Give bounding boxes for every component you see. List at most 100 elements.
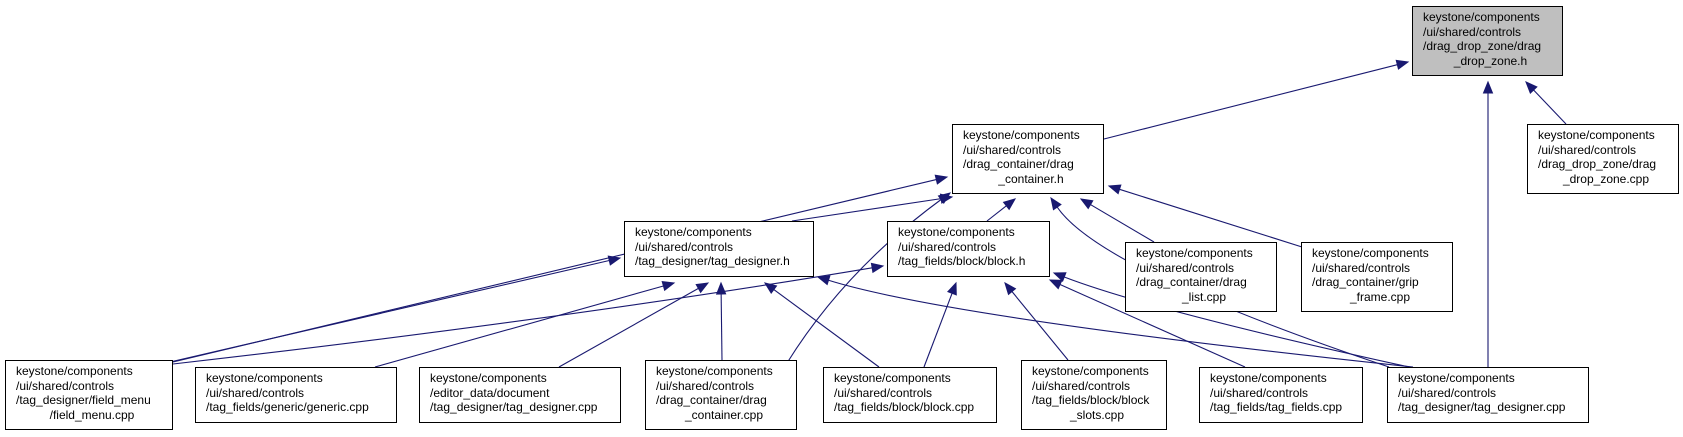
node-editor-tag-designer-cpp[interactable]: keystone/components /editor_data/documen…	[419, 367, 621, 423]
dependency-edge	[169, 259, 610, 363]
node-line: /editor_data/document	[430, 385, 550, 400]
dependency-edge	[791, 198, 942, 222]
arrowhead	[1107, 184, 1122, 195]
node-line: /tag_designer/tag_designer.cpp	[430, 400, 598, 414]
dependency-edge	[558, 287, 699, 368]
node-line: /tag_fields/tag_fields.cpp	[1210, 400, 1343, 414]
arrowhead	[607, 255, 622, 266]
node-line: /field_menu.cpp	[49, 407, 135, 422]
node-line: /tag_fields/block/block.cpp	[834, 400, 975, 414]
node-line: /ui/shared/controls	[656, 378, 755, 393]
arrowhead	[1002, 198, 1017, 211]
node-line: /ui/shared/controls	[206, 385, 305, 400]
node-line: /ui/shared/controls	[1210, 385, 1309, 400]
node-field-menu-cpp[interactable]: keystone/components /ui/shared/controls …	[5, 360, 173, 430]
node-line: _container.h	[998, 171, 1064, 186]
node-tag-fields-cpp[interactable]: keystone/components /ui/shared/controls …	[1199, 367, 1363, 423]
arrowhead	[937, 192, 952, 205]
dependency-edge	[720, 293, 723, 361]
node-line: /ui/shared/controls	[1398, 385, 1497, 400]
arrowhead	[870, 262, 885, 274]
node-drag-list-cpp[interactable]: keystone/components /ui/shared/controls …	[1125, 242, 1277, 312]
node-line: /drag_drop_zone/drag	[1423, 39, 1542, 53]
node-line: /tag_designer/tag_designer.cpp	[1398, 400, 1566, 414]
node-block-h[interactable]: keystone/components /ui/shared/controls …	[887, 221, 1050, 277]
dependency-edge	[923, 293, 953, 368]
node-block-cpp[interactable]: keystone/components /ui/shared/controls …	[823, 367, 997, 423]
node-line: /ui/shared/controls	[635, 239, 734, 254]
arrowhead	[1395, 59, 1410, 70]
node-line: /tag_fields/block/block.h	[898, 254, 1026, 268]
arrowhead	[1482, 80, 1494, 94]
node-drag-drop-zone-cpp[interactable]: keystone/components /ui/shared/controls …	[1527, 124, 1679, 194]
node-line: keystone/components	[1538, 128, 1655, 142]
node-line: /ui/shared/controls	[1032, 378, 1131, 393]
node-line: /ui/shared/controls	[16, 378, 115, 393]
node-line: /ui/shared/controls	[963, 142, 1062, 157]
node-line: /ui/shared/controls	[1136, 260, 1235, 275]
arrowhead	[1079, 198, 1094, 210]
arrowhead	[1004, 281, 1017, 296]
arrowhead	[661, 281, 676, 292]
node-drag-container-h[interactable]: keystone/components /ui/shared/controls …	[952, 124, 1104, 194]
dependency-edge	[374, 285, 664, 368]
node-line: keystone/components	[1210, 371, 1327, 385]
node-line: _drop_zone.cpp	[1562, 171, 1650, 186]
node-line: keystone/components	[1312, 246, 1429, 260]
node-line: keystone/components	[1032, 364, 1149, 378]
arrowhead	[1048, 279, 1063, 290]
arrowhead	[816, 275, 831, 286]
node-line: /tag_designer/field_menu	[16, 393, 151, 407]
node-ui-tag-designer-cpp[interactable]: keystone/components /ui/shared/controls …	[1387, 367, 1589, 423]
node-line: keystone/components	[1398, 371, 1515, 385]
node-line: /drag_container/drag	[1136, 275, 1247, 289]
node-line: /tag_designer/tag_designer.h	[635, 254, 790, 268]
node-line: /drag_container/drag	[963, 157, 1074, 171]
node-drag-container-cpp[interactable]: keystone/components /ui/shared/controls …	[645, 360, 797, 430]
node-line: /drag_drop_zone/drag	[1538, 157, 1657, 171]
dependency-edge	[1059, 283, 1246, 368]
dependency-edge	[1119, 188, 1303, 248]
node-line: /ui/shared/controls	[834, 385, 933, 400]
node-generic-cpp[interactable]: keystone/components /ui/shared/controls …	[195, 367, 397, 423]
node-tag-designer-h[interactable]: keystone/components /ui/shared/controls …	[624, 221, 814, 277]
dependency-edge	[1533, 89, 1567, 125]
node-line: keystone/components	[16, 364, 133, 378]
node-line: /ui/shared/controls	[1312, 260, 1411, 275]
arrowhead	[947, 281, 957, 296]
node-line: _container.cpp	[684, 407, 764, 422]
node-line: /ui/shared/controls	[898, 239, 997, 254]
dependency-edge	[1103, 64, 1398, 140]
dependency-edge	[1011, 291, 1069, 361]
dependency-edge	[773, 289, 880, 368]
node-line: keystone/components	[963, 128, 1080, 142]
node-line: _list.cpp	[1181, 289, 1227, 304]
dependency-edge	[172, 267, 873, 365]
node-line: keystone/components	[1136, 246, 1253, 260]
dependency-edge	[1064, 276, 1410, 368]
arrowhead	[1050, 196, 1062, 211]
node-line: /drag_container/drag	[656, 393, 767, 407]
node-line: _slots.cpp	[1069, 407, 1125, 422]
node-drag-drop-zone-h[interactable]: keystone/components /ui/shared/controls …	[1412, 6, 1563, 76]
node-line: _drop_zone.h	[1453, 53, 1528, 68]
dependency-edge	[786, 199, 942, 364]
arrowhead	[695, 282, 710, 294]
arrowhead	[934, 174, 949, 185]
node-block-slots-cpp[interactable]: keystone/components /ui/shared/controls …	[1021, 360, 1167, 430]
node-line: keystone/components	[1423, 10, 1540, 24]
dependency-edge	[1090, 204, 1155, 243]
node-line: keystone/components	[834, 371, 951, 385]
node-line: /drag_container/grip	[1312, 275, 1419, 289]
node-line: /tag_fields/block/block	[1032, 393, 1150, 407]
dependency-edge	[986, 205, 1007, 222]
node-grip-frame-cpp[interactable]: keystone/components /ui/shared/controls …	[1301, 242, 1453, 312]
node-line: keystone/components	[898, 225, 1015, 239]
node-line: /ui/shared/controls	[1423, 24, 1522, 39]
node-line: /ui/shared/controls	[1538, 142, 1637, 157]
node-line: keystone/components	[656, 364, 773, 378]
node-line: keystone/components	[430, 371, 547, 385]
node-line: keystone/components	[635, 225, 752, 239]
